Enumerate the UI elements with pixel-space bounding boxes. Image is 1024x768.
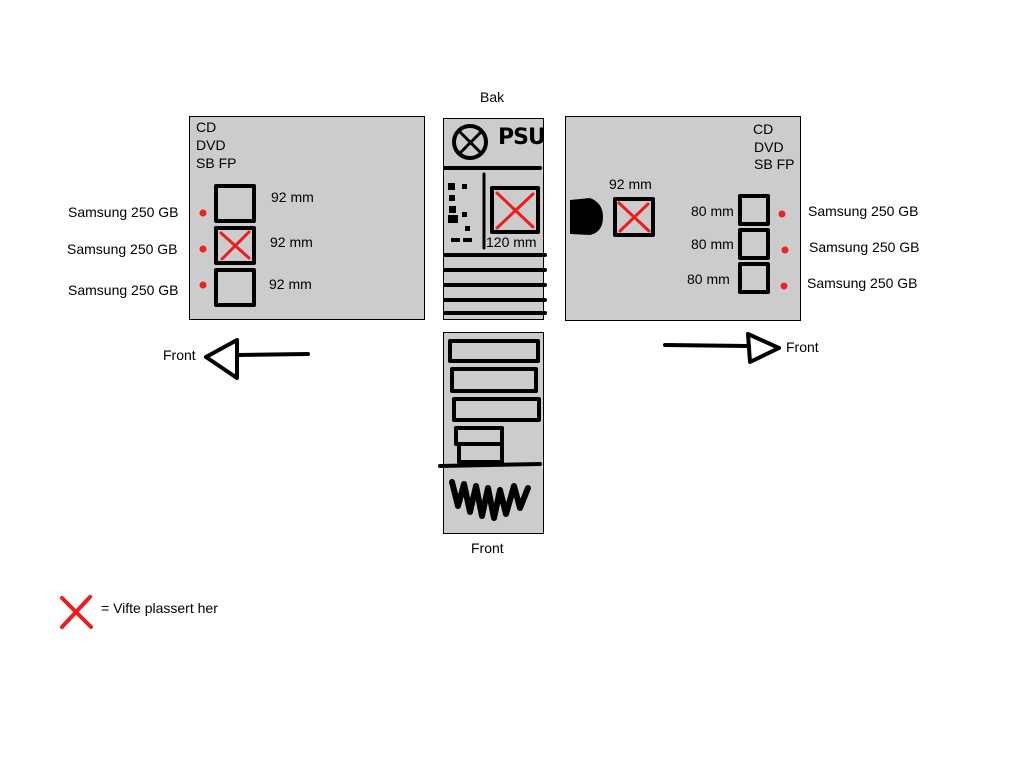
right-arrow-shaft — [663, 343, 750, 348]
right-arrow-head — [746, 332, 781, 364]
right-fan-slot-1 — [738, 194, 770, 226]
left-fan-slot-1 — [214, 184, 256, 223]
front-bay-5 — [457, 442, 504, 464]
right-drive-sbfp: SB FP — [754, 156, 795, 172]
right-fan-slot-2 — [738, 228, 770, 260]
right-side-fan-marker — [617, 201, 651, 233]
left-disk-label-3: Samsung 250 GB — [68, 282, 179, 298]
rear-label: Bak — [480, 89, 505, 105]
legend-text: = Vifte plassert her — [101, 600, 218, 616]
left-disk-dot-1 — [199, 209, 207, 217]
left-fan-slot-2 — [214, 226, 256, 265]
rear-fan-size: 120 mm — [486, 234, 537, 250]
left-disk-label-1: Samsung 250 GB — [68, 204, 179, 220]
right-fan-size-1: 80 mm — [691, 203, 734, 219]
right-fan-size-2: 80 mm — [691, 236, 734, 252]
left-arrow-shaft — [236, 352, 310, 357]
right-side-fan-slot — [613, 197, 655, 237]
left-disk-dot-3 — [199, 281, 207, 289]
right-disk-label-2: Samsung 250 GB — [809, 239, 920, 255]
right-disk-label-1: Samsung 250 GB — [808, 203, 919, 219]
rear-fan-marker — [495, 191, 535, 230]
left-side-view — [189, 116, 425, 320]
psu-label: PSU — [498, 125, 546, 150]
left-fan-size-3: 92 mm — [269, 276, 312, 292]
right-side-view — [565, 116, 801, 321]
left-fan-size-2: 92 mm — [270, 234, 313, 250]
front-bay-1 — [448, 339, 540, 363]
front-view-label: Front — [471, 540, 504, 556]
right-disk-label-3: Samsung 250 GB — [807, 275, 918, 291]
front-bay-2 — [450, 367, 538, 393]
front-grille-scribble — [449, 479, 531, 521]
front-bay-4 — [454, 426, 504, 446]
left-drive-sbfp: SB FP — [196, 155, 237, 171]
right-disk-dot-2 — [781, 246, 789, 254]
right-drive-dvd: DVD — [754, 139, 784, 155]
left-disk-dot-2 — [199, 245, 207, 253]
right-side-fan-size: 92 mm — [609, 176, 652, 192]
left-drive-cd: CD — [196, 119, 217, 135]
right-disk-dot-1 — [778, 210, 786, 218]
legend-fan-marker — [60, 595, 93, 629]
psu-fan-icon — [452, 124, 488, 160]
left-fan-marker — [219, 230, 251, 261]
right-fan-size-3: 80 mm — [687, 271, 730, 287]
right-blob — [570, 198, 603, 235]
left-fan-slot-3 — [214, 268, 256, 307]
left-front-label: Front — [163, 347, 196, 363]
front-bay-3 — [452, 397, 541, 422]
left-disk-label-2: Samsung 250 GB — [67, 241, 178, 257]
left-arrow-head — [204, 338, 239, 380]
left-fan-size-1: 92 mm — [271, 189, 314, 205]
right-drive-cd: CD — [753, 121, 774, 137]
right-disk-dot-3 — [780, 282, 788, 290]
left-drive-dvd: DVD — [196, 137, 226, 153]
right-fan-slot-3 — [738, 262, 770, 294]
rear-fan-slot — [490, 186, 540, 234]
right-front-label: Front — [786, 339, 819, 355]
